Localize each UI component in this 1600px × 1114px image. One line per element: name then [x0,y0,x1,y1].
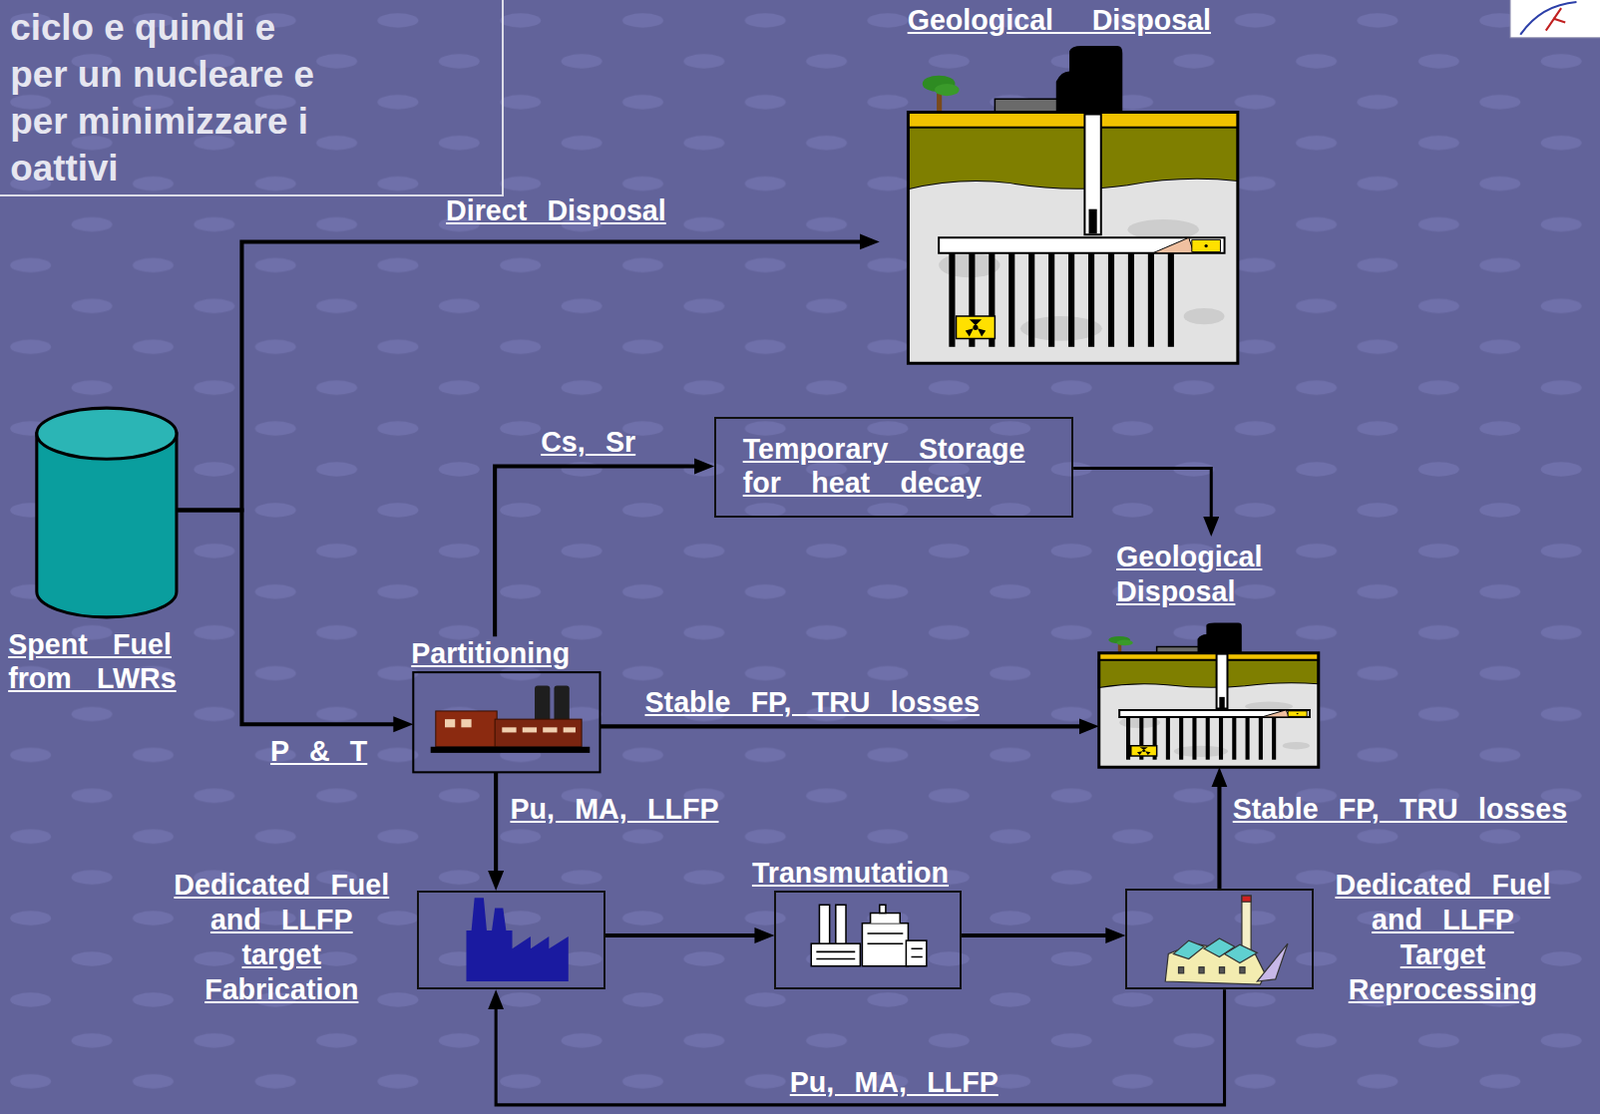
partitioning-plant-icon [412,672,600,773]
flow-label: P & T [270,734,368,770]
storage-box: Temporary Storage for heat decay [714,416,1074,517]
fabrication-plant-icon [465,897,568,982]
node-label: Spent Fuel from LWRs [7,628,197,697]
flow-arrow [176,509,398,725]
flow-arrow [605,933,760,938]
repository-node: Geological Disposal [1099,536,1319,768]
process-box: Transmutation [774,890,961,990]
flow-arrow [1073,468,1211,522]
flow-label: Direct Disposal [445,193,667,229]
process-box: Dedicated Fuel and LLFP target Fabricati… [416,890,605,990]
flow-label: Pu, MA, LLFP [509,792,719,827]
repository-picture [1099,622,1319,768]
repository-picture [907,45,1237,364]
logo [1510,0,1600,38]
reactor-plant-icon [810,904,927,966]
reprocessing-plant-icon [1165,895,1288,985]
node-label: Dedicated Fuel and LLFP Target Reprocess… [1328,867,1558,1007]
node-label: Dedicated Fuel and LLFP target Fabricati… [167,867,397,1007]
flow-label: Pu, MA, LLFP [790,1065,999,1101]
fuel-cylinder [36,407,177,618]
flow-arrow [599,724,1083,729]
flow-arrow [961,933,1111,938]
flow-arrow [493,772,498,875]
node-label: Geological Disposal [1116,539,1285,610]
node-label: Partitioning [410,636,605,672]
flow-label: Stable FP, TRU losses [645,685,980,721]
node-label: Temporary Storage for heat decay [743,431,1050,502]
node-label: Transmutation [752,855,977,891]
flow-arrow [495,989,1224,1106]
flow-arrow [494,465,699,637]
node-label: Geological Disposal [879,2,1239,38]
flow-label: Cs, Sr [540,424,636,460]
process-box: Dedicated Fuel and LLFP Target Reprocess… [1125,888,1313,990]
note-box: ciclo e quindi e per un nucleare e per m… [0,0,504,197]
flow-arrow [1216,783,1221,889]
fuel-cylinder-node: Spent Fuel from LWRs [36,407,177,618]
flow-label: Stable FP, TRU losses [1232,792,1568,827]
repository-node: Geological Disposal [879,0,1239,366]
note-text: ciclo e quindi e per un nucleare e per m… [9,3,337,192]
process-box: Partitioning [412,636,600,773]
